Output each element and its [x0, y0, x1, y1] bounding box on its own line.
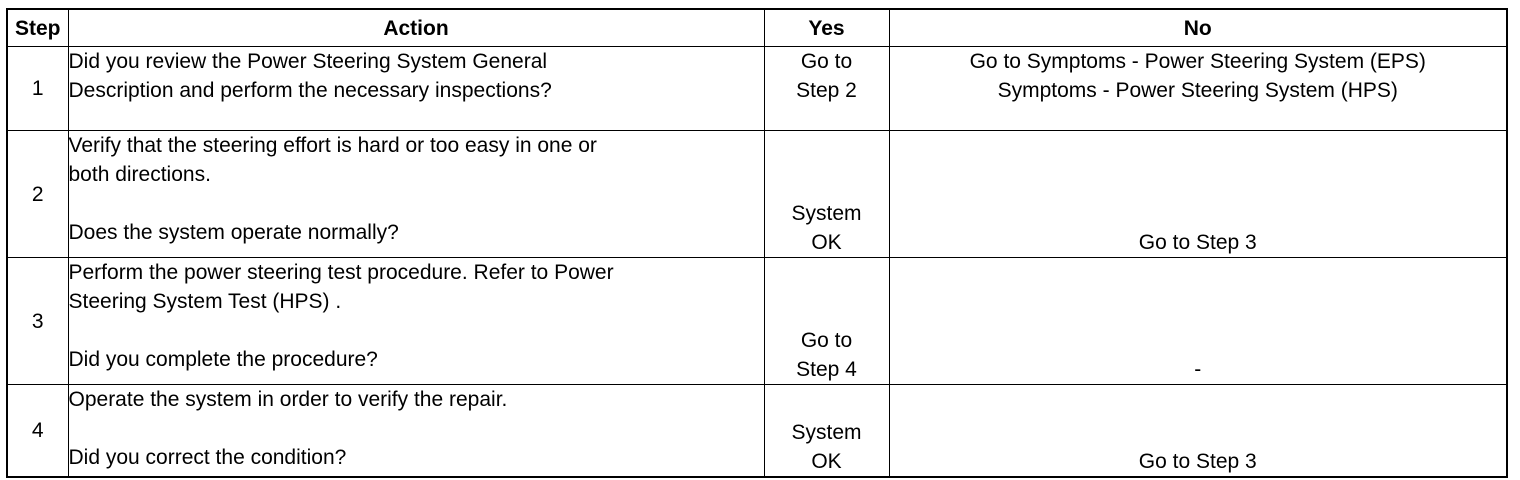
action-question: Did you complete the procedure?	[68, 348, 378, 371]
no-line: -	[1194, 358, 1202, 381]
step-number: 2	[6, 130, 69, 258]
yes-cell: Go to Step 4	[763, 257, 890, 385]
table-row: 3 Perform the power steering test proced…	[6, 257, 1508, 385]
header-no: No	[888, 8, 1508, 47]
yes-line: Go to	[800, 329, 853, 352]
yes-line: Step 2	[796, 79, 857, 102]
yes-line: Step 4	[796, 358, 857, 381]
yes-cell: System OK	[763, 384, 890, 477]
no-line: Go to Step 3	[1138, 449, 1257, 473]
action-line: Perform the power steering test procedur…	[68, 261, 614, 284]
yes-line: System	[791, 420, 862, 444]
yes-line: System	[791, 202, 862, 225]
action-cell: Operate the system in order to verify th…	[67, 384, 765, 477]
action-line: Verify that the steering effort is hard …	[68, 134, 597, 157]
action-question: Does the system operate normally?	[68, 221, 399, 244]
action-line: Did you review the Power Steering System…	[68, 50, 548, 73]
diagnostic-table: Step Action Yes No 1 Did you review the …	[6, 8, 1508, 478]
yes-cell: Go to Step 2	[763, 46, 890, 131]
table-row: 4 Operate the system in order to verify …	[6, 384, 1508, 477]
action-line: Steering System Test (HPS) .	[68, 290, 342, 313]
table-row: 2 Verify that the steering effort is har…	[6, 130, 1508, 258]
action-cell: Did you review the Power Steering System…	[67, 46, 765, 131]
no-line: Go to Symptoms - Power Steering System (…	[969, 50, 1426, 73]
step-number: 1	[6, 46, 69, 131]
yes-line: OK	[811, 449, 842, 473]
action-question: Did you correct the condition?	[68, 446, 347, 469]
no-cell: Go to Symptoms - Power Steering System (…	[888, 46, 1508, 131]
no-line: Go to Step 3	[1138, 231, 1257, 254]
yes-line: OK	[811, 231, 842, 254]
action-cell: Verify that the steering effort is hard …	[67, 130, 765, 258]
header-yes: Yes	[763, 8, 890, 47]
no-cell: -	[888, 257, 1508, 385]
action-line: Description and perform the necessary in…	[68, 79, 552, 102]
table-row: 1 Did you review the Power Steering Syst…	[6, 46, 1508, 131]
yes-cell: System OK	[763, 130, 890, 258]
no-cell: Go to Step 3	[888, 384, 1508, 477]
step-number: 3	[6, 257, 69, 385]
no-line: Symptoms - Power Steering System (HPS)	[997, 79, 1398, 102]
yes-line: Go to	[800, 50, 853, 73]
header-step: Step	[6, 8, 69, 47]
no-cell: Go to Step 3	[888, 130, 1508, 258]
action-cell: Perform the power steering test procedur…	[67, 257, 765, 385]
action-line: Operate the system in order to verify th…	[68, 388, 508, 411]
header-row: Step Action Yes No	[6, 8, 1508, 47]
step-number: 4	[6, 384, 69, 477]
header-action: Action	[67, 8, 765, 47]
action-line: both directions.	[68, 163, 211, 186]
